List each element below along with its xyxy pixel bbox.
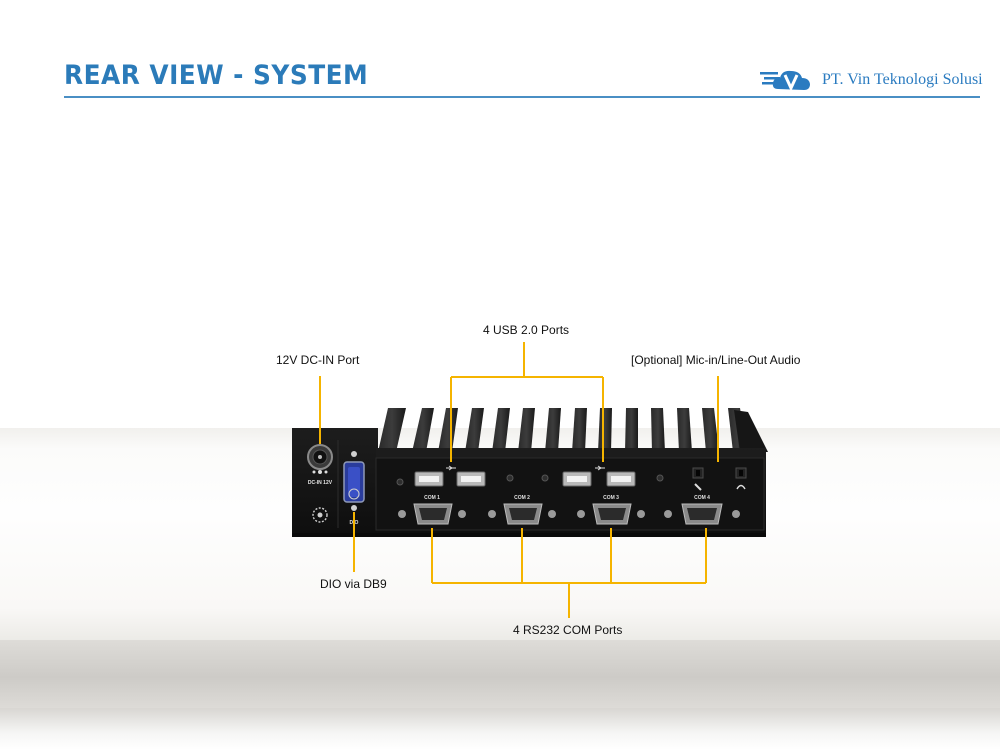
dc-in-device-label: DC-IN 12V [308,480,333,486]
dc-in-callout-label: 12V DC-IN Port [276,353,360,367]
heatsink-fins [378,408,768,452]
com3-device-label: COM 3 [603,495,619,501]
com4-device-label: COM 4 [694,495,710,501]
audio-jacks [692,467,747,479]
com-port-4: COM 4 [664,495,740,525]
power-button-icon [312,507,328,523]
display-shelf-shadow [0,708,1000,750]
com-port-2: COM 2 [488,495,556,525]
com-callout-label: 4 RS232 COM Ports [513,623,623,637]
usb-port-group-left [414,465,486,487]
dc-in-jack [307,444,333,474]
cloud-logo-icon [760,70,810,92]
audio-callout-label: [Optional] Mic-in/Line-Out Audio [631,353,801,367]
dio-callout-label: DIO via DB9 [320,577,387,591]
brand-name: PT. Vin Teknologi Solusi [822,71,983,88]
headphone-icon [736,484,746,490]
com-port-3: COM 3 [577,495,645,525]
page-title: REAR VIEW - SYSTEM [64,60,369,91]
com-port-1: COM 1 [398,495,466,525]
mic-icon [694,483,702,491]
com1-device-label: COM 1 [424,495,440,501]
title-divider [64,96,980,98]
display-shelf-front [0,640,1000,708]
usb-port-group-right [562,465,636,487]
brand-logo [760,70,810,92]
com2-device-label: COM 2 [514,495,530,501]
usb-callout-label: 4 USB 2.0 Ports [483,323,570,337]
dio-db9-port [343,451,365,511]
